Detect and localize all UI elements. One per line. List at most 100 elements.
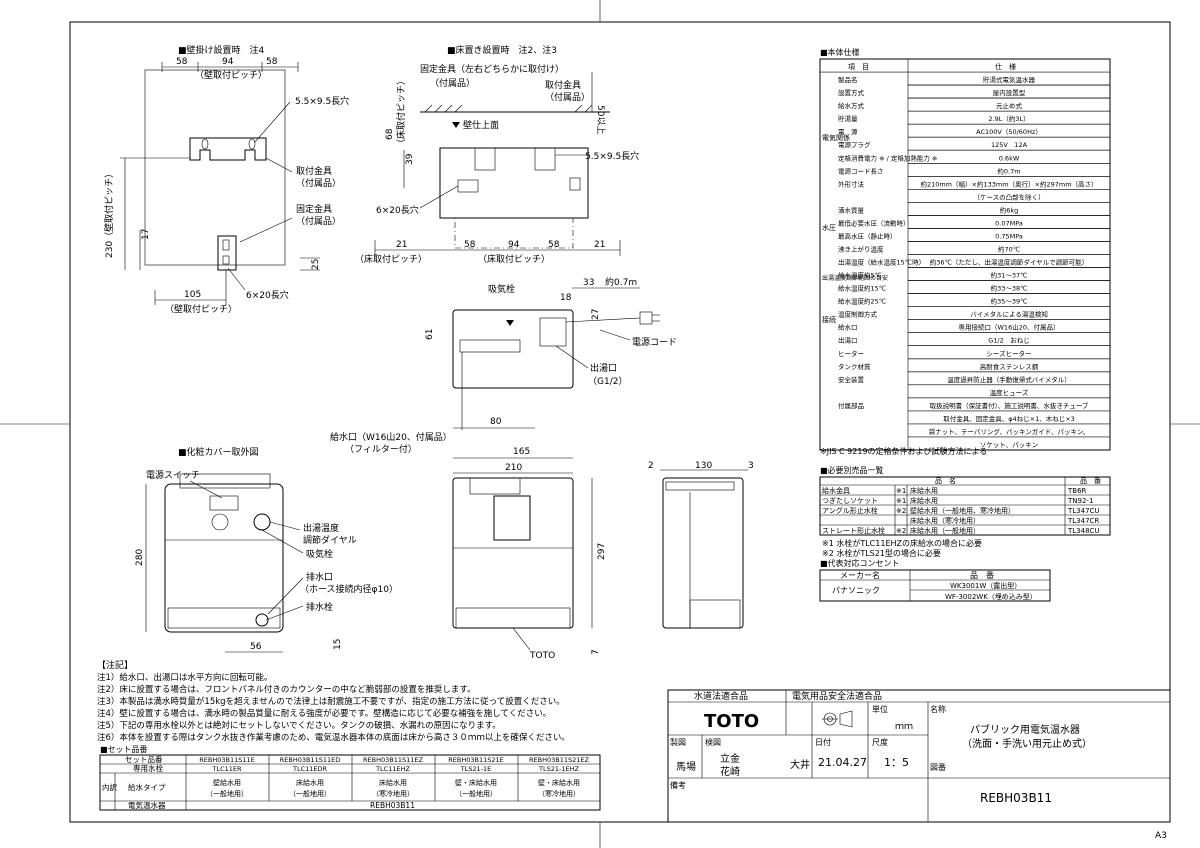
spec-row-label: 給水方式 (838, 101, 865, 110)
spec-row-value: （ケースの凸部を除く） (973, 192, 1044, 201)
cover-switch-label: 電源スイッチ (146, 470, 200, 481)
parts-row-code: TL347CU (1067, 507, 1100, 515)
top-dim-18: 18 (560, 293, 572, 303)
set-col-type2: （寒冷地用） (372, 789, 414, 798)
spec-row-label: 付属部品 (838, 401, 864, 410)
note-3: 注3）本製品は満水時質量が15kgを超えませんので法律上は耐震施工不要ですが、指… (97, 696, 565, 707)
note-6: 注6）本体を設置する際はタンク水抜き作業考慮のため、電気温水器本体の底面は床から… (97, 732, 570, 743)
spec-row-value: ソケット、パッキン (980, 441, 1038, 449)
spec-row-value: シーズヒーター (986, 349, 1031, 358)
spec-row-value: バイメタルによる湯温検知 (970, 310, 1048, 319)
set-label-type: 給水タイプ (128, 782, 166, 792)
checked-by-3: 大井 (790, 758, 810, 771)
spec-row-value: 高耐食ステンレス鋼 (980, 362, 1039, 371)
wall-bracket-label: 取付金具 (296, 165, 332, 177)
floor-mount-view: ■床置き設置時 注2、注3 固定金具（左右どちらかに取付け） （付属品） 取付金… (355, 44, 639, 265)
spec-row-label: 沸き上がり温度 (838, 245, 884, 254)
floor-pitch-b: （床取付ピッチ） (478, 253, 550, 265)
scale-value: 1：5 (884, 756, 909, 769)
set-col-code: REBH03B11S21EZ (529, 756, 589, 764)
parts-row-use: 床給水用 (910, 496, 938, 505)
drawing-no: REBH03B11 (980, 791, 1052, 805)
spec-row-value: 0.07MPa (995, 219, 1023, 227)
unit-value: ｍｍ (895, 722, 913, 732)
front-body (452, 477, 574, 629)
top-dim-07: 約0.7m (605, 276, 637, 288)
cover-drain-label: 排水口 (306, 571, 333, 583)
spec-row-value: 元止め式 (996, 101, 1023, 110)
floor-fixing-sub: （付属品） (430, 78, 475, 89)
parts-row-code: TN92-1 (1067, 497, 1093, 505)
floor-pitch-a: （床取付ピッチ） (355, 253, 427, 265)
cover-view-title: ■化粧カバー取外図 (178, 446, 259, 458)
spec-row-value: 温度ヒューズ (990, 388, 1029, 397)
floor-body-base (454, 217, 574, 249)
note-4: 注4）壁に設置する場合は、満水時の製品質量に耐える強度が必要です。壁構造に応じて… (97, 708, 551, 719)
law-water-label: 水道法適合品 (694, 690, 748, 702)
spec-row-label: 電源コード長さ (838, 166, 884, 175)
right-body (662, 477, 744, 629)
set-col-faucet: TLS21-1E (460, 765, 492, 773)
cover-drain-plug-label: 排水栓 (306, 601, 333, 613)
wall-bracket-sub: （付属品） (296, 178, 341, 189)
name-label: 名称 (930, 704, 946, 714)
spec-row-label: 電源プラグ (838, 140, 871, 149)
projection-symbol-icon (822, 710, 853, 728)
set-col-type2: （一般地用） (455, 789, 497, 798)
set-col-faucet: TLC11EHZ (375, 765, 410, 773)
wall-vertical-pitch: 230（壁取付ピッチ） (103, 169, 115, 258)
set-col-type2: （寒冷地用） (538, 789, 580, 798)
product-name-1: パブリック用電気温水器 (970, 723, 1080, 736)
date-label: 日付 (815, 737, 831, 747)
spec-row-value: 取扱説明書（保証書付）、施工説明書、水抜きチューブ (930, 401, 1089, 410)
set-col-code: REBH03B11S11E (199, 756, 254, 764)
top-outlet-sub: （G1/2） (588, 376, 627, 387)
cover-dim-56: 56 (250, 642, 262, 652)
cover-drain-plug (255, 613, 269, 627)
set-col-type2: （一般地用） (206, 789, 248, 798)
set-col-faucet: TLS21-1EHZ (538, 765, 579, 773)
parts-row-code: TL348CU (1067, 527, 1100, 535)
parts-row-note: ※2 (896, 527, 906, 535)
spec-table: ■本体仕様 項 目仕 様製品名貯湯式電気温水器設置方式屋内設置型給水方式元止め式… (819, 47, 1111, 451)
floor-dim-50: 50以上 (595, 105, 606, 134)
front-dim-297: 297 (597, 543, 607, 560)
spec-row-value: G1/2 おねじ (988, 337, 1030, 345)
wall-triangle-marker (452, 122, 460, 128)
spec-head-item: 項 目 (848, 63, 869, 71)
parts-row-note: ※1 (896, 497, 906, 505)
outlet-item-1: WK3001W（露出型） (950, 581, 1021, 590)
cover-vent-label: 吸気栓 (306, 548, 333, 560)
spec-side-pipe: 接続 (822, 315, 836, 324)
spec-row-value: 取付金具、固定金具、φ4ねじ×1、木ねじ×3 (943, 414, 1075, 423)
parts-table: ※JIS C 9219の定格条件および試験方法による ■必要別売品一覧 品 名品… (819, 446, 1111, 558)
power-plug (639, 311, 653, 325)
floor-dim-68: 68 (385, 128, 395, 140)
power-cord (565, 317, 641, 323)
wall-dim-17: 17 (141, 229, 151, 240)
spec-row-label: 安全装置 (838, 375, 865, 384)
spec-row-label: 出湯口 (838, 336, 858, 345)
spec-row-value: 約36℃（ただし、出湯温度調節ダイヤルで調節可能） (930, 258, 1088, 267)
parts-row-use: 床給水用（寒冷地用） (910, 516, 980, 525)
set-col-code: REBH03B11S11EZ (363, 756, 423, 764)
check-label: 検図 (705, 737, 721, 747)
set-label-faucet: 専用水栓 (133, 763, 163, 773)
parts-row-name: ストレート形止水栓 (822, 526, 885, 535)
right-dim-130: 130 (695, 461, 712, 471)
scale-label: 尺度 (872, 737, 888, 747)
wall-panel (144, 69, 286, 266)
set-col-type1: 床給水用 (296, 778, 324, 787)
set-col-code: REBH03B11S11ED (280, 756, 340, 764)
top-dim-33: 33 (583, 278, 594, 288)
spec-row-label: 設置方式 (838, 88, 865, 97)
spec-row-label: 出湯温度（給水温度15℃時） (838, 258, 925, 267)
spec-row-value: 約0.7m (997, 166, 1020, 175)
product-name-2: （洗面・手洗い用元止め式） (962, 737, 1092, 750)
floor-body (439, 147, 589, 219)
spec-row-value: 約33～38℃ (991, 284, 1028, 293)
spec-row-label: 給水温度約5℃ (838, 271, 882, 280)
floor-pitch-v: （床取付ピッチ） (395, 76, 407, 148)
sheet-frame (69, 21, 1171, 823)
spec-row-value: 約70℃ (998, 245, 1020, 254)
